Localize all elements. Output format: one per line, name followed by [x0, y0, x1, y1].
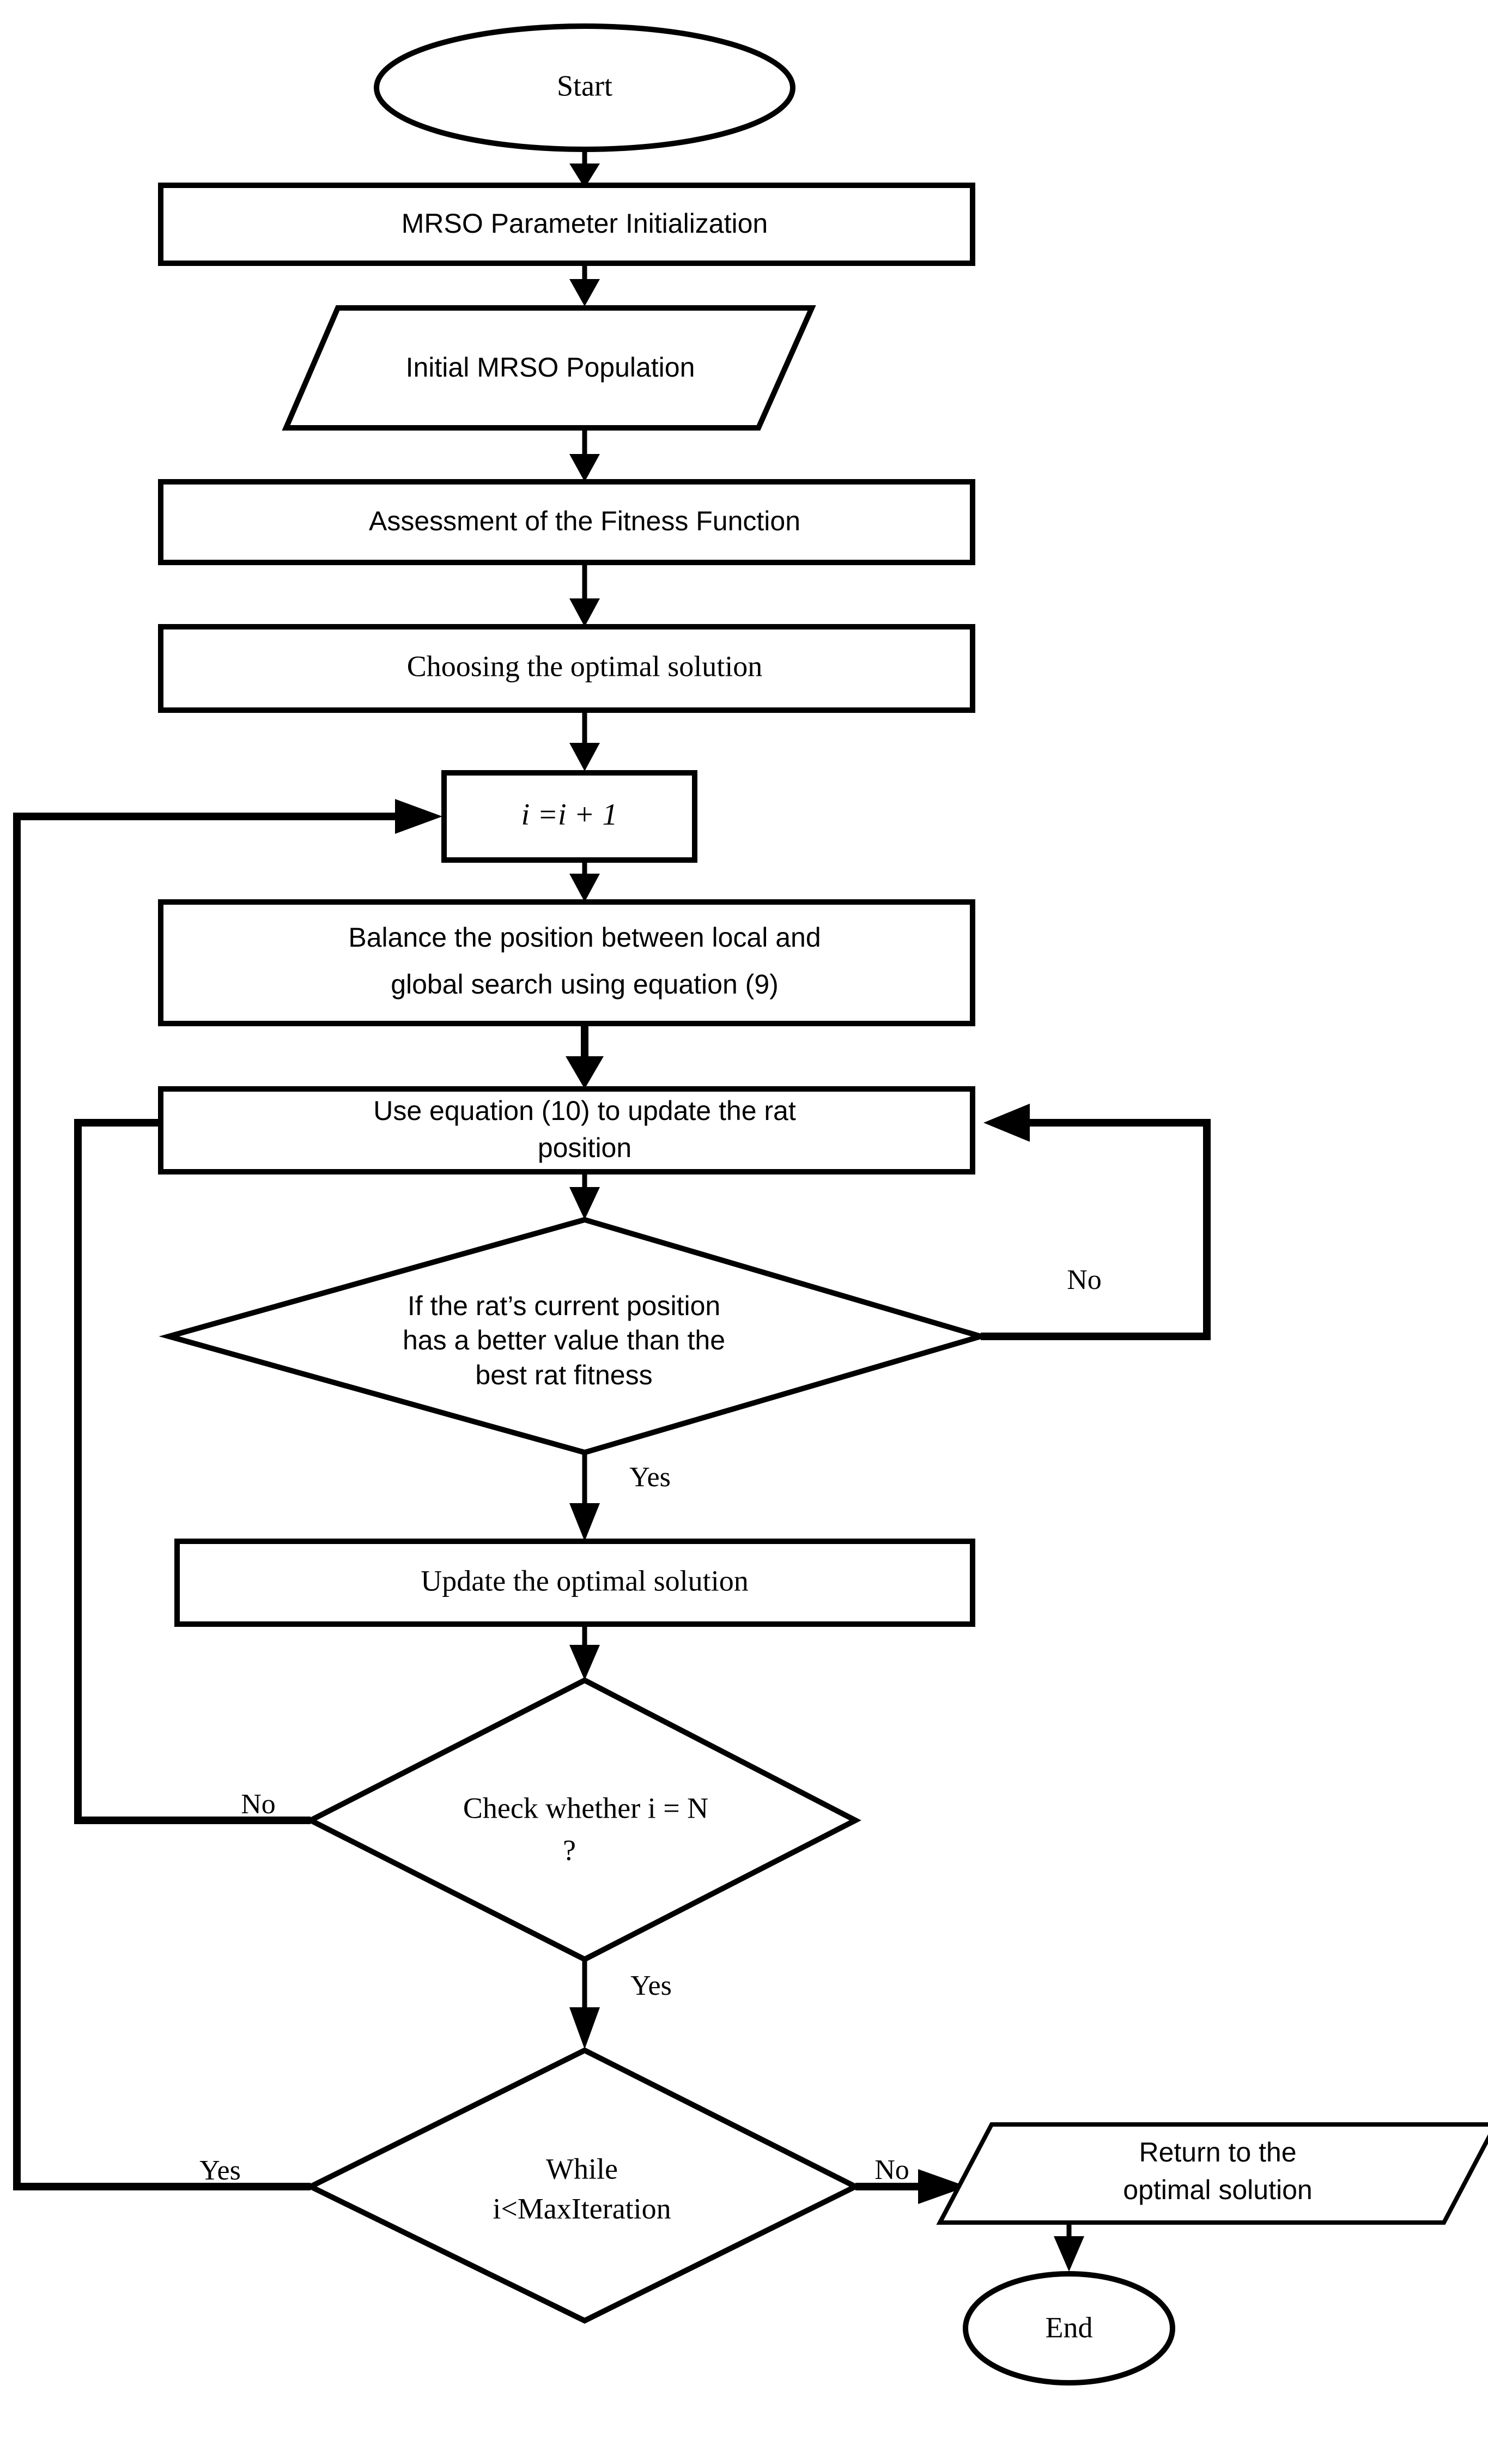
edge-while-no: [855, 2169, 967, 2204]
edge-balance-to-update-rat: [566, 1024, 604, 1089]
node-end[interactable]: End: [963, 2271, 1175, 2386]
node-start-label: Start: [557, 69, 612, 102]
edge-return-to-end: [1054, 2223, 1084, 2272]
node-fitness-label: Assessment of the Fitness Function: [369, 506, 800, 536]
node-start[interactable]: Start: [374, 23, 795, 152]
node-update-rat-position[interactable]: Use equation (10) to update the rat posi…: [158, 1086, 975, 1175]
node-decision-check-n-label-line1: Check whether i = N: [463, 1791, 708, 1824]
edge-label-fitness-yes: Yes: [629, 1462, 671, 1493]
node-decision-while-label-line1: While: [546, 2152, 618, 2185]
node-init-population-label: Initial MRSO Population: [406, 352, 695, 383]
edge-check-no-loop: [74, 1105, 311, 1824]
node-return-optimal-label-line2: optimal solution: [1123, 2175, 1312, 2205]
edge-fitness-to-choose: [569, 562, 600, 627]
node-decision-while[interactable]: While i<MaxIteration: [304, 2047, 862, 2324]
node-decision-rat-fitness-label-line3: best rat fitness: [475, 1360, 652, 1390]
edge-label-check-yes: Yes: [630, 1970, 672, 2001]
node-increment-label: i =i + 1: [521, 798, 618, 832]
node-fitness[interactable]: Assessment of the Fitness Function: [158, 479, 975, 565]
node-update-optimal-label: Update the optimal solution: [421, 1564, 748, 1597]
edge-decision-fitness-yes: [569, 1452, 600, 1541]
node-update-optimal[interactable]: Update the optimal solution: [174, 1539, 975, 1627]
node-end-label: End: [1046, 2311, 1093, 2344]
node-choose-optimal[interactable]: Choosing the optimal solution: [158, 624, 975, 713]
edge-decision-fitness-no-loop: [981, 1104, 1211, 1340]
edge-while-yes-loop: [13, 799, 442, 2190]
node-decision-rat-fitness-label-line1: If the rat’s current position: [408, 1291, 720, 1321]
node-balance-position[interactable]: Balance the position between local and g…: [158, 899, 975, 1026]
node-decision-check-n[interactable]: Check whether i = N ?: [304, 1677, 861, 1963]
edge-init-to-population: [569, 263, 600, 306]
edge-label-while-yes: Yes: [199, 2155, 241, 2186]
node-return-optimal-label-line1: Return to the: [1139, 2137, 1296, 2168]
node-decision-while-label-line2: i<MaxIteration: [493, 2192, 671, 2225]
node-return-optimal[interactable]: Return to the optimal solution: [936, 2122, 1488, 2225]
edge-update-rat-to-decision: [569, 1172, 600, 1220]
node-choose-optimal-label: Choosing the optimal solution: [407, 650, 763, 682]
edge-update-optimal-to-check: [569, 1624, 600, 1680]
node-update-rat-position-label-line2: position: [538, 1133, 631, 1163]
node-decision-rat-fitness-label-line2: has a better value than the: [403, 1325, 725, 1355]
node-update-rat-position-label-line1: Use equation (10) to update the rat: [373, 1095, 796, 1126]
node-decision-rat-fitness[interactable]: If the rat’s current position has a bett…: [159, 1216, 991, 1456]
edge-check-yes: [569, 1959, 600, 2049]
node-increment[interactable]: i =i + 1: [441, 770, 697, 863]
edge-label-fitness-no: No: [1067, 1264, 1102, 1295]
edge-increment-to-balance: [569, 860, 600, 902]
node-balance-position-label-line1: Balance the position between local and: [348, 922, 821, 953]
node-init-params-label: MRSO Parameter Initialization: [402, 208, 768, 239]
edge-population-to-fitness: [569, 428, 600, 482]
edge-start-to-init: [569, 150, 600, 188]
edge-choose-to-increment: [569, 710, 600, 771]
edge-label-while-no: No: [874, 2154, 909, 2185]
node-init-population[interactable]: Initial MRSO Population: [282, 305, 816, 431]
node-decision-check-n-label-line2: ?: [563, 1833, 576, 1866]
edge-label-check-no: No: [241, 1789, 276, 1820]
node-init-params[interactable]: MRSO Parameter Initialization: [158, 183, 975, 266]
node-balance-position-label-line2: global search using equation (9): [391, 969, 779, 1000]
